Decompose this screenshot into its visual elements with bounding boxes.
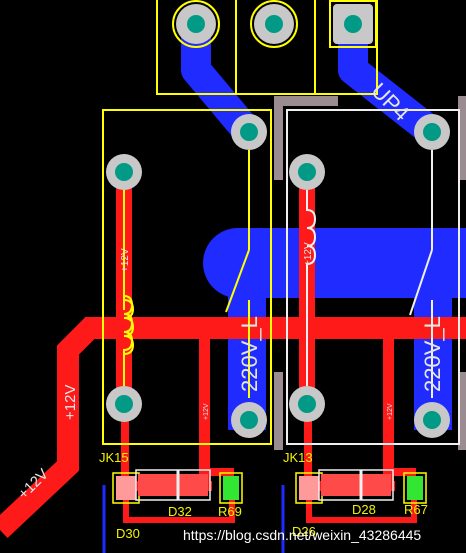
pad-hole <box>187 15 205 33</box>
trace-label-2: +12V <box>387 403 394 420</box>
keepout-layer <box>274 96 466 450</box>
through-hole-pads <box>106 0 450 438</box>
designator-d26[interactable]: D26 <box>292 524 316 539</box>
watermark: https://blog.csdn.net/weixin_43286445 <box>183 527 421 543</box>
top-copper-branch <box>383 330 394 490</box>
keepout-zone <box>274 372 283 450</box>
designator-jk15[interactable]: JK15 <box>99 450 129 465</box>
diode-d28-outline <box>318 469 394 501</box>
ac-label-2: 220V_L <box>420 316 445 392</box>
diode-d26-body[interactable] <box>299 476 319 500</box>
pad-hole <box>240 411 258 429</box>
bottom-copper-pour <box>203 228 466 298</box>
pad-hole <box>298 395 316 413</box>
resistor-r67-body[interactable] <box>407 476 423 500</box>
pad-hole <box>344 15 362 33</box>
top-copper-bus-12v <box>0 317 466 539</box>
keepout-zone <box>274 96 283 180</box>
pad-hole <box>423 123 441 141</box>
pad-hole <box>265 15 283 33</box>
diode-d32-body[interactable] <box>138 474 208 496</box>
pad-hole <box>115 163 133 181</box>
resistor-r69-body[interactable] <box>223 476 239 500</box>
top-copper-trace <box>392 468 416 476</box>
keepout-zone <box>458 96 466 180</box>
designator-r67[interactable]: R67 <box>404 502 428 517</box>
relay-outline-jk13 <box>286 109 460 445</box>
relay-coil-symbol <box>306 196 317 380</box>
pad-hole <box>298 163 316 181</box>
ac-label-1: 220V_L <box>237 316 262 392</box>
designator-jk13[interactable]: JK13 <box>283 450 313 465</box>
top-copper-branch <box>304 404 312 488</box>
header-pad-ring <box>172 0 220 48</box>
resistor-r67-outline <box>403 472 427 504</box>
designator-r69[interactable]: R69 <box>218 504 242 519</box>
header-pad-ring <box>250 0 298 48</box>
coil-label-1: +12V <box>120 248 131 272</box>
smd-components <box>112 469 427 504</box>
header-pad-ring <box>329 0 377 48</box>
net-label-12v-left: +12V <box>62 385 79 420</box>
pad-hole <box>423 411 441 429</box>
pad-hole <box>115 395 133 413</box>
relay-contact-arm <box>225 249 250 313</box>
coil-loop-left <box>123 299 135 355</box>
diode-d30-body[interactable] <box>116 476 136 500</box>
net-labels: +12V +12V +12V +12V +12V +12V 220V_L 220… <box>15 78 445 503</box>
top-copper-branch <box>199 330 210 490</box>
top-copper-loop <box>123 490 235 523</box>
resistor-r69-outline <box>219 472 243 504</box>
coil-label-2: +12V <box>303 242 314 266</box>
top-copper-branch <box>121 404 129 488</box>
component-designators: JK15 JK13 D30 D32 R69 D26 D28 R67 <box>99 450 428 541</box>
relay-outline-jk15 <box>102 109 272 445</box>
relay-coil-loops <box>123 299 135 355</box>
pad-hole <box>240 123 258 141</box>
keepout-zone <box>274 96 338 106</box>
trace-label-1: +12V <box>203 403 210 420</box>
designator-d28[interactable]: D28 <box>352 502 376 517</box>
top-copper-loop <box>306 490 417 523</box>
relay-contact-arm <box>409 249 433 316</box>
keepout-zone <box>458 372 466 450</box>
diode-d32-outline <box>135 469 211 501</box>
top-copper-trace <box>208 468 234 476</box>
diode-d28-body[interactable] <box>321 474 391 496</box>
designator-d30[interactable]: D30 <box>116 526 140 541</box>
designator-d32[interactable]: D32 <box>168 504 192 519</box>
